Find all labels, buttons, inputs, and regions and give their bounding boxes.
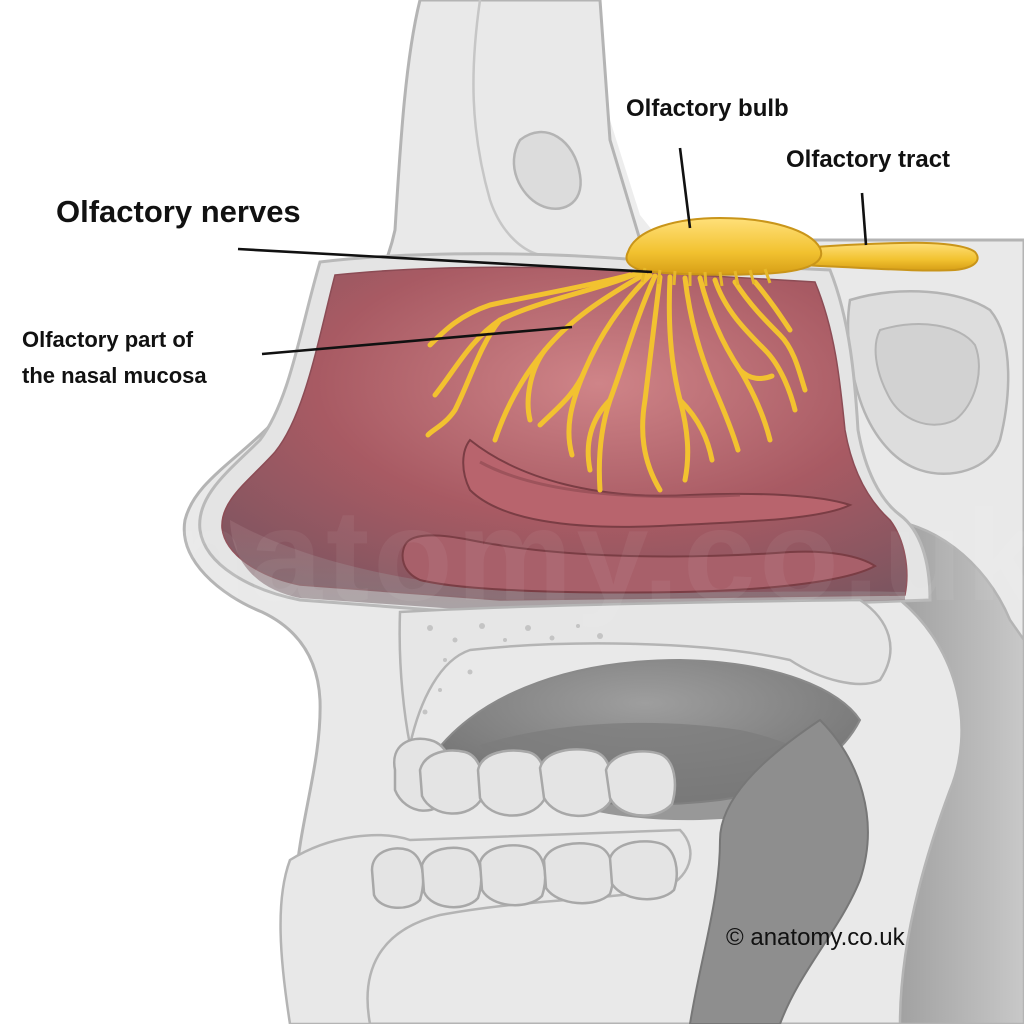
inferior-meatus: [230, 520, 905, 612]
leader-olfactory-mucosa: [261, 325, 573, 356]
lower-tooth-5: [608, 840, 678, 901]
nerve-fiber: [732, 279, 808, 393]
inferior-concha: [401, 534, 877, 594]
label-olfactory-bulb: Olfactory bulb: [626, 95, 789, 122]
nerve-fiber: [712, 277, 798, 413]
nerve-fiber: [682, 275, 741, 453]
palate-bone: [398, 598, 892, 746]
nasal-cavity: [198, 252, 932, 617]
nasal-bone-ridge: [472, 0, 541, 257]
leader-olfactory-bulb: [678, 147, 692, 229]
upper-tooth-2: [418, 749, 485, 815]
nerve-fiber: [537, 367, 588, 428]
cribriform-fibers: [640, 267, 772, 287]
palate-texture: [422, 623, 603, 715]
upper-tooth-3: [476, 749, 547, 817]
nerve-fiber: [737, 367, 775, 381]
leader-olfactory-nerves: [237, 247, 653, 274]
label-olfactory-tract: Olfactory tract: [786, 146, 950, 173]
leader-olfactory-tract: [860, 192, 868, 246]
lower-teeth: [370, 840, 678, 909]
lower-tooth-3: [478, 844, 547, 907]
label-olfactory-mucosa-line1: Olfactory part of: [22, 327, 194, 352]
hard-palate: [398, 598, 892, 746]
nerve-fiber: [752, 279, 793, 333]
labels: Olfactory bulb Olfactory tract Olfactory…: [22, 95, 950, 388]
leader-lines: [237, 147, 868, 356]
label-olfactory-nerves: Olfactory nerves: [56, 194, 301, 229]
concha-shadow: [479, 460, 741, 499]
upper-teeth: [392, 737, 677, 817]
nerve-fiber: [425, 317, 503, 438]
pharynx-wall: [878, 518, 1024, 1024]
oropharynx: [688, 718, 869, 1024]
olfactory-tract-shape: [778, 241, 979, 272]
sphenoid-sinus: [874, 323, 980, 426]
watermark-text: anatomy.co.uk: [90, 482, 1024, 628]
lower-incisor: [370, 847, 425, 909]
lower-tooth-4: [542, 842, 615, 905]
nerve-fiber: [427, 272, 633, 348]
olfactory-bulb-tract: [625, 216, 979, 287]
label-olfactory-mucosa-line2: the nasal mucosa: [22, 363, 207, 388]
upper-tooth-5: [604, 750, 677, 817]
nerve-fiber: [525, 347, 548, 423]
upper-tooth-4: [538, 748, 613, 817]
olfactory-bulb-shape: [625, 216, 823, 276]
olfactory-nerves: [425, 269, 808, 493]
lower-tooth-2: [420, 846, 483, 909]
credit-text: © anatomy.co.uk: [726, 924, 906, 951]
nerve-fiber: [677, 397, 715, 463]
nerve-fiber: [640, 274, 663, 493]
frontal-sinus: [512, 130, 582, 210]
nerve-fiber: [585, 397, 613, 473]
